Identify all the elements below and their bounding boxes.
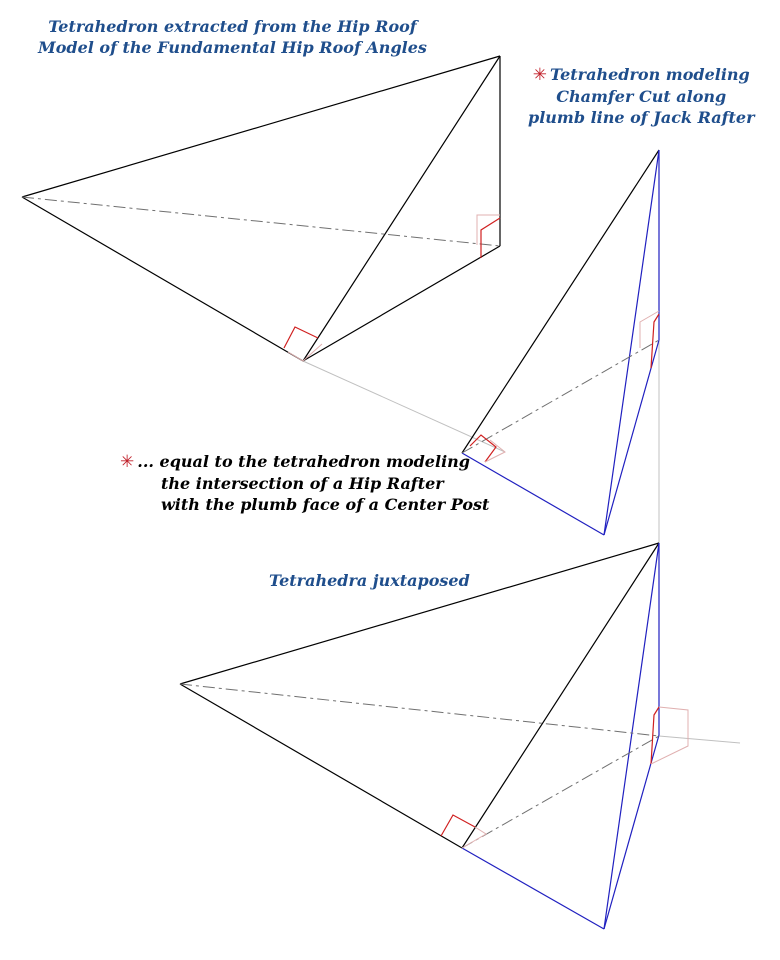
label-equal: ✳... equal to the tetrahedron modeling t… [120, 451, 489, 515]
hidden-edge-left-right [21, 196, 501, 247]
edge-left-bottom [179, 683, 463, 849]
title-top-line2: Model of the Fundamental Hip Roof Angles [38, 38, 427, 57]
right-angle-mark-bottom-light [484, 439, 506, 463]
label-equal-line3: with the plumb face of a Center Post [161, 495, 490, 514]
label-chamfer-line3: plumb line of Jack Rafter [528, 108, 755, 127]
label-chamfer-line1-text: Tetrahedron modeling [550, 65, 750, 84]
edge-left-bottom [21, 196, 304, 362]
hidden-edge-left-right [179, 683, 660, 737]
edge-apex-left [21, 55, 501, 198]
right-angle-mark-bottom [283, 326, 319, 349]
label-chamfer-line2: Chamfer Cut along [556, 87, 727, 106]
edge-bottom-right [302, 245, 501, 362]
label-chamfer: ✳Tetrahedron modeling Chamfer Cut along … [528, 64, 755, 128]
label-chamfer-line1: ✳Tetrahedron modeling [528, 64, 755, 86]
guide-lines [302, 340, 741, 744]
edge-left-bottom [461, 452, 605, 536]
right-angle-mark-bottom-light [461, 826, 487, 849]
edge-vertical-bottom [603, 339, 660, 536]
edge-apex-bottom [603, 542, 660, 930]
edge-apex-bottom [603, 149, 660, 536]
tetrahedron-hip-roof [21, 55, 501, 362]
asterisk-marker-icon: ✳ [120, 452, 135, 472]
right-angle-mark-right-light [650, 706, 689, 765]
label-juxtaposed: Tetrahedra juxtaposed [269, 571, 470, 590]
tetrahedra-juxtaposed [179, 542, 689, 930]
right-angle-mark-bottom [469, 434, 497, 463]
right-angle-mark-right-light [476, 214, 500, 245]
edge-apex-left [179, 542, 660, 685]
right-angle-mark-right [650, 706, 660, 765]
title-top: Tetrahedron extracted from the Hip Roof … [38, 16, 427, 58]
edge-apex-mid [461, 542, 660, 849]
right-angle-mark-right [650, 313, 660, 369]
right-angle-mark-right-light [639, 310, 660, 348]
right-angle-mark-bottom-light [287, 343, 323, 362]
right-angle-mark-bottom [440, 814, 476, 837]
right-angle-mark-right [480, 217, 501, 258]
edge-apex-bottom [302, 55, 501, 362]
edge-mid-bottom [461, 847, 605, 930]
edge-apex-left [461, 149, 660, 454]
label-equal-line1-text: ... equal to the tetrahedron modeling [137, 452, 470, 471]
tetrahedron-chamfer [461, 149, 660, 536]
hidden-edge-mid-right [461, 735, 660, 849]
guide-line-diagonal [302, 360, 506, 453]
label-equal-line2: the intersection of a Hip Rafter [161, 474, 444, 493]
hidden-edge-left-right [461, 339, 660, 454]
asterisk-marker-icon: ✳ [532, 65, 548, 85]
guide-line-horizontal [658, 735, 741, 744]
edge-vertical-bottom [603, 734, 660, 930]
title-top-line1: Tetrahedron extracted from the Hip Roof [48, 17, 417, 36]
label-equal-line1: ✳... equal to the tetrahedron modeling [120, 451, 489, 473]
